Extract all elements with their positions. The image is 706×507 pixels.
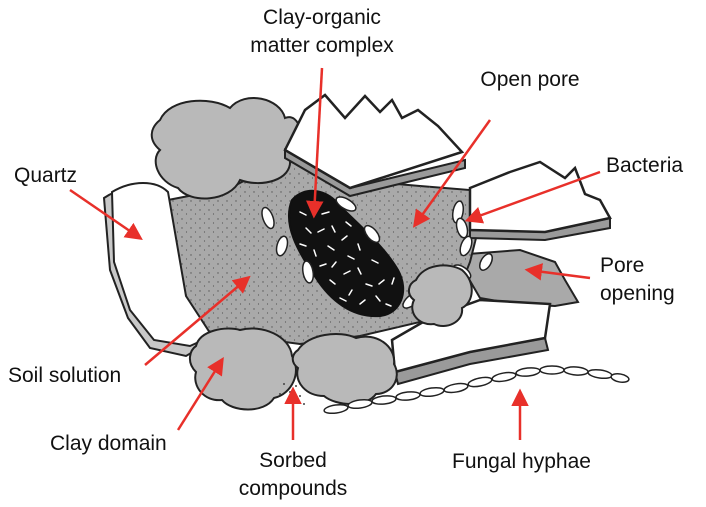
label-bacteria: Bacteria bbox=[606, 154, 683, 177]
label-fungal-hyphae: Fungal hyphae bbox=[452, 450, 591, 473]
mineral-plate-right bbox=[470, 162, 610, 232]
label-pore-opening-line2: opening bbox=[600, 282, 675, 305]
label-soil-solution: Soil solution bbox=[8, 364, 121, 387]
label-pore-opening-line1: Pore bbox=[600, 254, 644, 277]
label-clay-organic-line1: Clay-organic bbox=[263, 6, 381, 29]
label-sorbed-line2: compounds bbox=[239, 477, 348, 500]
label-sorbed-line1: Sorbed bbox=[259, 449, 327, 472]
label-clay-domain: Clay domain bbox=[50, 432, 167, 455]
clay-domain-right bbox=[293, 334, 397, 404]
pore-opening-region bbox=[455, 250, 578, 306]
label-quartz: Quartz bbox=[14, 164, 77, 187]
label-clay-organic-line2: matter complex bbox=[250, 34, 394, 57]
label-open-pore: Open pore bbox=[480, 68, 579, 91]
clay-domain-left bbox=[190, 328, 296, 409]
